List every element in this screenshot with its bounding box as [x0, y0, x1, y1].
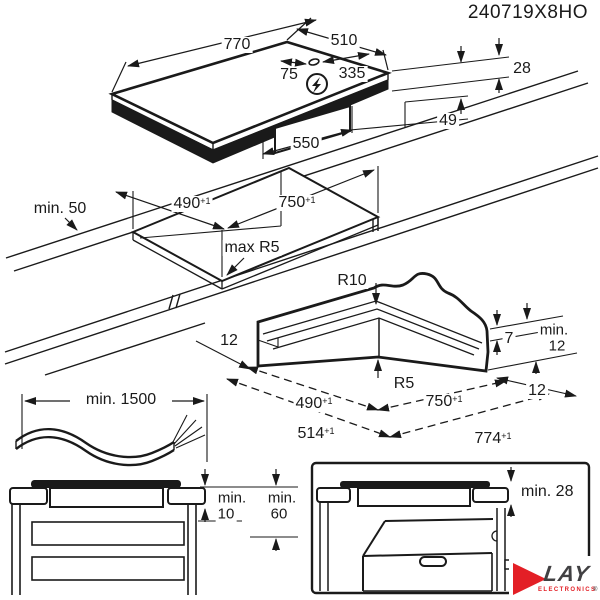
clearance-value-60: 60	[268, 505, 290, 523]
clearance-min-word-a: min.	[215, 489, 249, 507]
dim-cutout-radius: max R5	[222, 239, 282, 256]
dim-power-offset-335: 335	[336, 65, 368, 82]
dim-height-28: 28	[511, 60, 533, 77]
worktop-edge-lines	[4, 70, 599, 376]
model-number: 240719X8HO	[467, 2, 588, 23]
power-cable-drawing	[15, 394, 208, 467]
hob-isometric-view	[108, 17, 510, 164]
dim-radius-r5: R5	[391, 375, 417, 392]
oven-body	[362, 518, 494, 592]
logo-letters: LAY	[542, 561, 592, 586]
dim-power-offset-75: 75	[278, 66, 300, 83]
worktop-cutout-view	[64, 166, 381, 290]
dim-radius-r10: R10	[335, 272, 369, 289]
power-connection-icon	[306, 73, 328, 95]
dim-box-width-550: 550	[290, 135, 322, 152]
dim-inner-depth: 490+1	[293, 395, 335, 412]
dim-cutout-depth: 490+1	[171, 195, 213, 212]
clearance-value-10: 10	[215, 505, 237, 523]
dim-oven-clearance-28: min. 28	[519, 483, 576, 500]
clearance-min-word-b: min.	[265, 489, 299, 507]
brand-logo: LAY ELECTRONICS ®	[509, 556, 600, 600]
dim-edge-distance: min. 50	[31, 200, 89, 217]
dim-min-depth-word: min.	[537, 321, 571, 339]
oven-handle	[419, 556, 447, 567]
dim-ledge-right-12: 12	[526, 382, 548, 399]
dim-box-height-49: 49	[437, 112, 459, 129]
dim-inner-width: 750+1	[423, 393, 465, 410]
dim-outer-width: 774+1	[472, 430, 514, 447]
play-triangle-icon	[513, 563, 546, 595]
flush-mount-corner-detail	[195, 272, 578, 438]
cabinet-clearance-view	[9, 469, 298, 595]
dim-step-7: 7	[502, 330, 516, 347]
dim-cutout-width: 750+1	[276, 194, 318, 211]
dim-min-depth-value: 12	[546, 337, 568, 355]
dim-width-770: 770	[221, 36, 253, 53]
registered-mark: ®	[593, 587, 598, 593]
oven-installation-view	[310, 461, 591, 595]
dim-ledge-left-12: 12	[218, 332, 240, 349]
dim-outer-depth: 514+1	[295, 425, 337, 442]
logo-subtitle: ELECTRONICS	[538, 587, 597, 593]
frame-border	[310, 461, 591, 595]
dim-depth-510: 510	[328, 32, 360, 49]
dim-cable-length: min. 1500	[83, 391, 159, 408]
